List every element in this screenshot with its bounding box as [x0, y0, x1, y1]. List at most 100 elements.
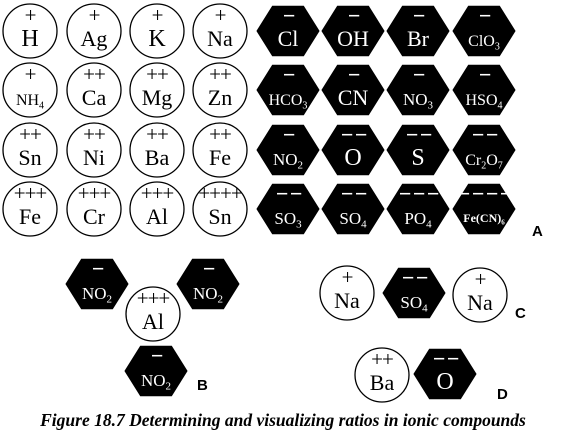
- charge-label: +: [25, 62, 36, 86]
- cation-circle: [125, 286, 181, 342]
- charge-label: +: [342, 265, 353, 289]
- charge-label: +++: [141, 181, 174, 205]
- ion-symbol: NO2: [141, 371, 171, 393]
- anion-hexagon: [386, 183, 450, 235]
- anion-hexagon: [452, 5, 516, 57]
- example-b-anion-0: −NO2: [65, 256, 129, 310]
- charge-label: −: [348, 62, 360, 87]
- cation-sn-15: ++++Sn: [192, 181, 248, 237]
- cation-circle: [192, 122, 248, 178]
- charge-label: +: [89, 3, 100, 27]
- anion-hexagon: [452, 124, 516, 176]
- charge-label: ++++: [198, 181, 242, 205]
- cation-circle: [354, 347, 410, 403]
- ion-symbol: Al: [146, 204, 168, 229]
- charge-label: − −: [433, 346, 459, 371]
- ion-symbol: HCO3: [269, 92, 308, 112]
- ion-symbol: Fe: [209, 145, 231, 170]
- anion-hexagon: [176, 258, 240, 310]
- charge-label: +: [152, 3, 163, 27]
- anion-hexagon: [321, 5, 385, 57]
- cation-circle: [192, 181, 248, 237]
- ion-symbol: Zn: [208, 85, 232, 110]
- charge-label: +++: [14, 181, 47, 205]
- ion-symbol: HSO4: [465, 92, 502, 112]
- ion-symbol: O: [344, 145, 361, 171]
- ion-symbol: PO4: [404, 209, 432, 231]
- charge-label: ++: [83, 122, 105, 146]
- ion-symbol: Ni: [83, 145, 105, 170]
- anion-s-10: − −S: [386, 122, 450, 176]
- ion-symbol: NO3: [403, 90, 434, 112]
- ion-symbol: Cr2O7: [465, 152, 503, 172]
- anion-po4-14: − − −PO4: [386, 181, 450, 235]
- cation-circle: [452, 267, 508, 323]
- ion-symbol: K: [148, 26, 166, 52]
- ion-symbol: ClO3: [468, 33, 500, 53]
- charge-label: ++: [83, 62, 105, 86]
- cation-circle: [2, 181, 58, 237]
- charge-label: −: [283, 62, 295, 87]
- cation-circle: [66, 62, 122, 118]
- anion-hexagon: [321, 124, 385, 176]
- charge-label: −: [348, 3, 360, 28]
- charge-label: − −: [276, 181, 302, 206]
- charge-label: − − − −: [458, 181, 512, 206]
- anion-so4-13: − −SO4: [321, 181, 385, 235]
- cation-k-2: +K: [129, 3, 185, 59]
- ion-symbol: NH4: [16, 92, 44, 112]
- example-b-anion-3: −NO2: [124, 343, 188, 397]
- anion-no2-8: −NO2: [256, 122, 320, 176]
- ion-symbol: Mg: [142, 85, 173, 110]
- charge-label: ++: [209, 122, 231, 146]
- ion-symbol: Na: [467, 290, 493, 315]
- cation-fe-12: +++Fe: [2, 181, 58, 237]
- ion-symbol: SO4: [339, 209, 367, 231]
- anion-cn-5: −CN: [321, 62, 385, 116]
- cation-h-0: +H: [2, 3, 58, 59]
- example-b-cation-2: +++Al: [125, 286, 181, 342]
- anion-hexagon: [386, 5, 450, 57]
- anion-cl-0: −Cl: [256, 3, 320, 57]
- cation-circle: [2, 122, 58, 178]
- anion-so3-12: − −SO3: [256, 181, 320, 235]
- ion-symbol: Fe(CN)6: [463, 211, 505, 227]
- anion-hexagon: [452, 64, 516, 116]
- ion-symbol: Ca: [82, 85, 107, 110]
- anion-hexagon: [382, 267, 446, 319]
- charge-label: ++: [209, 62, 231, 86]
- anion-hexagon: [256, 183, 320, 235]
- anion-br-2: −Br: [386, 3, 450, 57]
- charge-label: +++: [78, 181, 111, 205]
- anion-hexagon: [386, 124, 450, 176]
- cation-ag-1: +Ag: [66, 3, 122, 59]
- example-c-anion-1: − −SO4: [382, 265, 446, 319]
- ion-symbol: Na: [207, 26, 233, 51]
- anion-cr2o7-11: − − Cr2O7: [452, 122, 516, 176]
- cation-circle: [129, 3, 185, 59]
- cation-mg-6: ++Mg: [129, 62, 185, 118]
- cation-circle: [66, 122, 122, 178]
- cation-circle: [192, 62, 248, 118]
- ion-symbol: NO2: [193, 284, 223, 306]
- example-c-cation-2: +Na: [452, 267, 508, 323]
- charge-label: − −: [472, 122, 498, 147]
- ion-symbol: S: [411, 145, 424, 171]
- ion-symbol: Ba: [370, 370, 395, 395]
- cation-circle: [66, 181, 122, 237]
- panel-label-d: D: [497, 386, 508, 403]
- charge-label: ++: [19, 122, 41, 146]
- ion-symbol: Cl: [278, 26, 299, 51]
- anion-hco3-4: − HCO3: [256, 62, 320, 116]
- charge-label: ++: [146, 62, 168, 86]
- cation-fe-11: ++Fe: [192, 122, 248, 178]
- anion-clo3-3: −ClO3: [452, 3, 516, 57]
- cation-sn-8: ++Sn: [2, 122, 58, 178]
- ion-symbol: Na: [334, 288, 360, 313]
- ion-symbol: NO2: [82, 284, 112, 306]
- cation-ca-5: ++Ca: [66, 62, 122, 118]
- anion-fe-cn-6-15: − − − − Fe(CN)6: [452, 181, 516, 235]
- anion-hexagon: [256, 64, 320, 116]
- example-b-anion-1: −NO2: [176, 256, 240, 310]
